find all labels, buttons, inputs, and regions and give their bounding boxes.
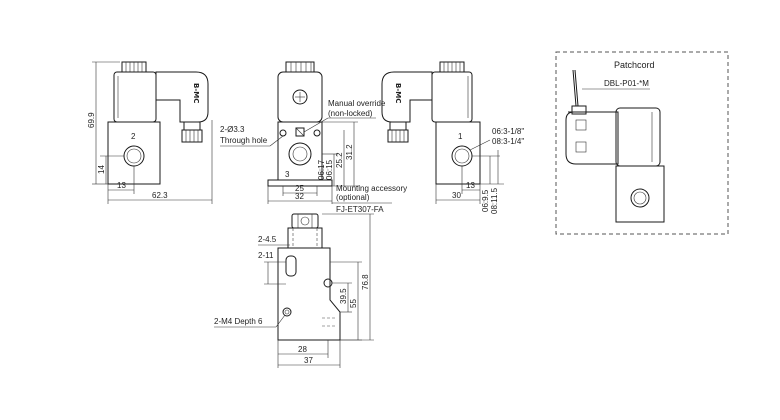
connector-screw: [292, 89, 308, 105]
dim-width-inner-bracket: 28: [298, 345, 307, 354]
patchcord-part-number: DBL-P01-*M: [604, 79, 649, 88]
connector-cap-front: [285, 61, 315, 73]
port-3: [288, 142, 312, 166]
mount-hole-bottom: [282, 307, 292, 317]
dim-height-b-right: 08:11.5: [490, 187, 499, 214]
thread-spec-line2: 08:3-1/4": [492, 137, 524, 146]
dim-overall-height: 69.9: [87, 112, 96, 128]
dim-port-height: 14: [97, 165, 106, 174]
coil-body-right: [431, 71, 473, 123]
callout-override-line1: Manual override: [328, 99, 386, 108]
dim-height-total: 76.8: [361, 274, 370, 290]
callout-mount-line2: (optional): [336, 193, 370, 202]
dim-height-c: 06:15: [325, 159, 334, 180]
connector-plug-right: [381, 71, 433, 123]
through-hole-right: [313, 129, 321, 137]
thread-spec-bracket: 2-M4 Depth 6: [214, 317, 263, 326]
gland-nut-right: [387, 129, 409, 143]
patchcord-title: Patchcord: [614, 60, 655, 70]
slot-top: [285, 255, 297, 277]
dim-width-outer-bracket: 37: [304, 356, 313, 365]
dim-height-a: 31.2: [345, 144, 354, 160]
dim-width-inner: 25: [295, 184, 304, 193]
top-nut: [291, 213, 319, 229]
dim-port-offset-right: 13: [466, 181, 475, 190]
through-hole-left: [279, 129, 287, 137]
gland-nut: [181, 129, 203, 143]
coil-body: [113, 71, 157, 123]
brand-label-right: B-MC: [394, 83, 402, 103]
thread-spec-line1: 06:3-1/8": [492, 127, 524, 136]
patchcord-panel: Patchcord DBL-P01-*M: [555, 51, 729, 235]
brand-label: B-MC: [192, 83, 200, 103]
dim-width-right: 30: [452, 191, 461, 200]
dim-height-d: 06:17: [317, 159, 326, 180]
side-view-right: B-MC 1 06:3-1/8" 08:3-1/4" 13 30 06:9.5 …: [381, 61, 524, 214]
cable-gland-right: [389, 121, 407, 131]
mounting-bracket: [267, 179, 333, 187]
mount-hole-top: [323, 278, 333, 288]
cable: [574, 69, 579, 107]
patchcord-frame: [555, 51, 729, 235]
patchcord-connector: [565, 111, 619, 165]
hole-spec-line1: 2-Ø3.3: [220, 125, 245, 134]
valve-body-right: [435, 121, 481, 185]
patchcord-coil: [615, 107, 661, 167]
front-view: 3 Manual override (non-locked) 31.2 25.2…: [267, 61, 407, 214]
port-number-1: 1: [458, 132, 463, 141]
dim-height-a-right: 06:9.5: [481, 189, 490, 212]
patchcord-valve-body: [615, 165, 665, 223]
hole-spec-line2: Through hole: [220, 136, 268, 145]
dim-slot-height: 2-11: [258, 251, 274, 260]
callout-override-line2: (non-locked): [328, 109, 373, 118]
cable-gland: [183, 121, 201, 131]
port-number-2: 2: [131, 132, 136, 141]
callout-mount-line1: Mounting accessory: [336, 184, 407, 193]
dim-port-offset: 13: [117, 181, 126, 190]
dim-hole-spacing: 39.5: [339, 288, 348, 304]
side-view-left: B-MC 2 69.9 14 13 62.3 2-Ø3.3 Through ho…: [87, 61, 270, 204]
dim-width-outer: 32: [295, 192, 304, 201]
dim-height-b: 25.2: [335, 152, 344, 168]
dim-overall-length: 62.3: [152, 191, 168, 200]
callout-mount-line3: FJ-ET307-FA: [336, 205, 384, 214]
port-number-3: 3: [285, 170, 290, 179]
bracket-view: 2-4.5 2-11 39.5 55 76.8 2-M4 Depth 6 28 …: [214, 213, 374, 368]
patchcord-gland: [571, 105, 587, 115]
dim-slot-width: 2-4.5: [258, 235, 277, 244]
dim-height-mid: 55: [349, 299, 358, 308]
